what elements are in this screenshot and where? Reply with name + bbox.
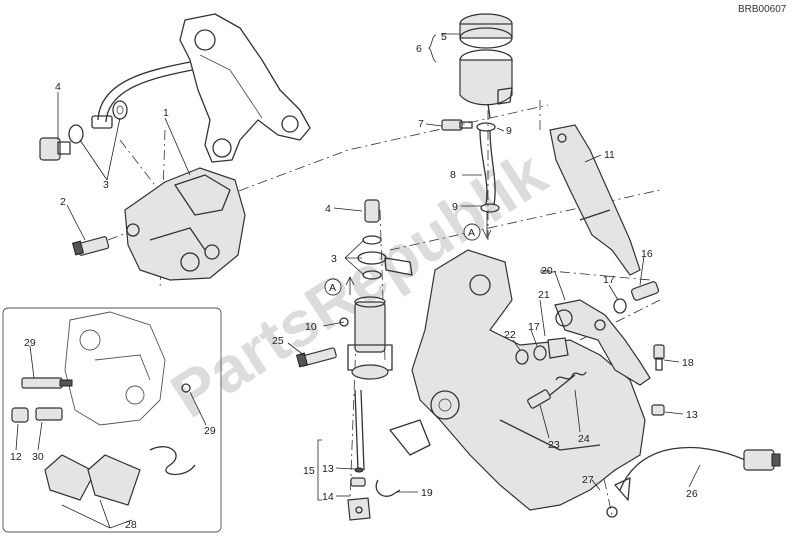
ref-marker-a-top: A: [463, 223, 481, 241]
bolt-25: [295, 347, 337, 368]
label-4-center: 4: [325, 203, 331, 215]
label-4-left: 4: [55, 81, 61, 93]
label-5: 5: [441, 31, 447, 43]
label-9-top: 9: [506, 125, 512, 137]
banjo-bolt-left: [39, 137, 71, 161]
label-11: 11: [604, 149, 615, 161]
clip-19: [375, 479, 401, 497]
svg-text:A: A: [329, 282, 336, 294]
screw-7: [441, 119, 473, 131]
rear-caliper: [124, 167, 246, 281]
pivot-bolt-16: [630, 281, 660, 301]
label-3-left: 3: [103, 179, 109, 191]
label-29-left: 29: [24, 337, 36, 349]
label-28: 28: [125, 519, 137, 531]
footrest-frame-plate: [389, 249, 646, 511]
diagram-code: BRB00607: [738, 4, 787, 15]
label-10: 10: [305, 321, 317, 333]
brace-28: [61, 499, 133, 529]
push-rod: [347, 389, 371, 521]
label-27: 27: [582, 474, 594, 486]
label-6: 6: [416, 43, 422, 55]
master-cylinder: [339, 296, 393, 380]
brace-15: [317, 439, 322, 501]
caliper-bracket: [179, 13, 311, 163]
label-26: 26: [686, 488, 698, 500]
label-13-right: 13: [686, 409, 698, 421]
ref-arrow: [345, 276, 355, 295]
label-2: 2: [60, 196, 66, 208]
nut-13-right: [651, 404, 665, 416]
label-18: 18: [682, 357, 694, 369]
label-7: 7: [418, 118, 424, 130]
pedal-bushings: [515, 298, 627, 365]
label-25: 25: [272, 335, 284, 347]
label-14: 14: [322, 491, 334, 503]
ref-marker-a-left: A: [324, 278, 342, 296]
label-19: 19: [421, 487, 433, 499]
brake-pedal-lever: [554, 299, 651, 386]
label-30: 30: [32, 451, 44, 463]
label-17-bottom: 17: [528, 321, 540, 333]
brake-light-switch: [527, 371, 587, 409]
label-29-right: 29: [204, 425, 216, 437]
bolt-18: [653, 344, 665, 371]
label-12: 12: [10, 451, 22, 463]
label-24: 24: [578, 433, 590, 445]
svg-text:A: A: [468, 227, 475, 239]
reservoir-hose: [476, 122, 500, 239]
label-15: 15: [303, 465, 315, 477]
inset-pads-box: [2, 307, 222, 533]
fluid-reservoir: [459, 13, 513, 119]
label-23: 23: [548, 439, 560, 451]
label-13-center: 13: [322, 463, 334, 475]
leader-lines: [15, 33, 701, 497]
heel-guard-bracket: [549, 124, 641, 276]
label-3-center: 3: [331, 253, 337, 265]
label-16: 16: [641, 248, 653, 260]
label-21: 21: [538, 289, 550, 301]
label-20: 20: [541, 265, 553, 277]
part-labels: 1 2 3 4 5 6 7 9 8 9 11 4 3 10 25 20 21 1…: [10, 31, 698, 531]
brake-hose-caliper: [91, 61, 193, 129]
label-9-bottom: 9: [452, 201, 458, 213]
label-17-top: 17: [603, 274, 615, 286]
label-1: 1: [163, 107, 169, 119]
washer-set-3: [68, 100, 128, 144]
label-22: 22: [504, 329, 516, 341]
brace-6: [428, 34, 437, 63]
label-8: 8: [450, 169, 456, 181]
banjo-bolt-center: [357, 199, 413, 280]
caliper-bolt-2: [71, 236, 110, 256]
sensor-cable: [606, 446, 781, 518]
